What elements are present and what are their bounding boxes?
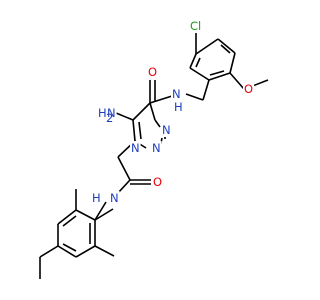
bond: [39, 245, 59, 258]
methoxy-oxygen-label: O: [244, 82, 253, 96]
bond: [94, 245, 115, 257]
triazole-n3-label: N: [162, 123, 171, 137]
label-background: [189, 19, 203, 33]
bond: [62, 243, 77, 252]
bond: [154, 119, 161, 128]
bond: [94, 201, 107, 221]
bond: [229, 52, 236, 74]
bond: [149, 95, 173, 104]
amide-hydrogen-label: H: [174, 100, 183, 114]
bond: [57, 245, 77, 258]
label-background: [173, 100, 184, 114]
bond: [132, 102, 151, 121]
label-background: [105, 111, 115, 125]
label-background: [151, 141, 162, 155]
bond: [117, 156, 131, 181]
bond: [208, 72, 231, 81]
bond: [185, 93, 204, 101]
chlorine-label: Cl: [190, 19, 201, 33]
bond: [189, 67, 210, 81]
bond: [195, 57, 201, 68]
amide-nitrogen-label: N: [172, 87, 181, 101]
bond: [138, 121, 142, 140]
atom-labels: Cl O N H O H N 2 N N N O N H: [92, 19, 253, 205]
bond: [57, 209, 77, 225]
triazole-n1-label: N: [131, 141, 140, 155]
label-background: [147, 65, 159, 79]
structure-canvas: Cl O N H O H N 2 N N N O N H: [39, 19, 269, 279]
label-background: [109, 191, 120, 205]
bond: [75, 209, 96, 221]
molecule-diagram: Cl O N H O H N 2 N N N O N H: [39, 19, 269, 279]
bond: [229, 72, 245, 90]
amide-hydrogen-2-label: H: [92, 191, 101, 205]
label-background: [91, 191, 102, 205]
amino-nitrogen-label: N: [107, 106, 116, 120]
bond: [189, 53, 197, 69]
amino-subscript: 2: [106, 111, 113, 125]
label-background: [243, 82, 255, 96]
bond: [149, 102, 156, 121]
bond: [209, 70, 225, 76]
label-background: [97, 106, 108, 120]
bond: [217, 38, 236, 54]
bond: [132, 119, 136, 142]
bond: [115, 112, 134, 121]
bond: [94, 208, 114, 221]
label-background: [152, 175, 164, 189]
bond: [202, 79, 210, 101]
label-background: [171, 87, 182, 101]
bond: [62, 215, 77, 227]
label-background: [161, 123, 172, 137]
bond: [195, 38, 219, 55]
carbonyl-oxygen-2-label: O: [153, 175, 162, 189]
triazole-n2-label: N: [152, 141, 161, 155]
amino-hydrogen-label: H: [98, 106, 107, 120]
bond: [220, 44, 231, 54]
bond: [75, 245, 96, 258]
label-background: [130, 141, 141, 155]
label-backgrounds: [91, 19, 255, 205]
amide-nitrogen-2-label: N: [110, 191, 119, 205]
carbonyl-oxygen-label: O: [148, 65, 157, 79]
